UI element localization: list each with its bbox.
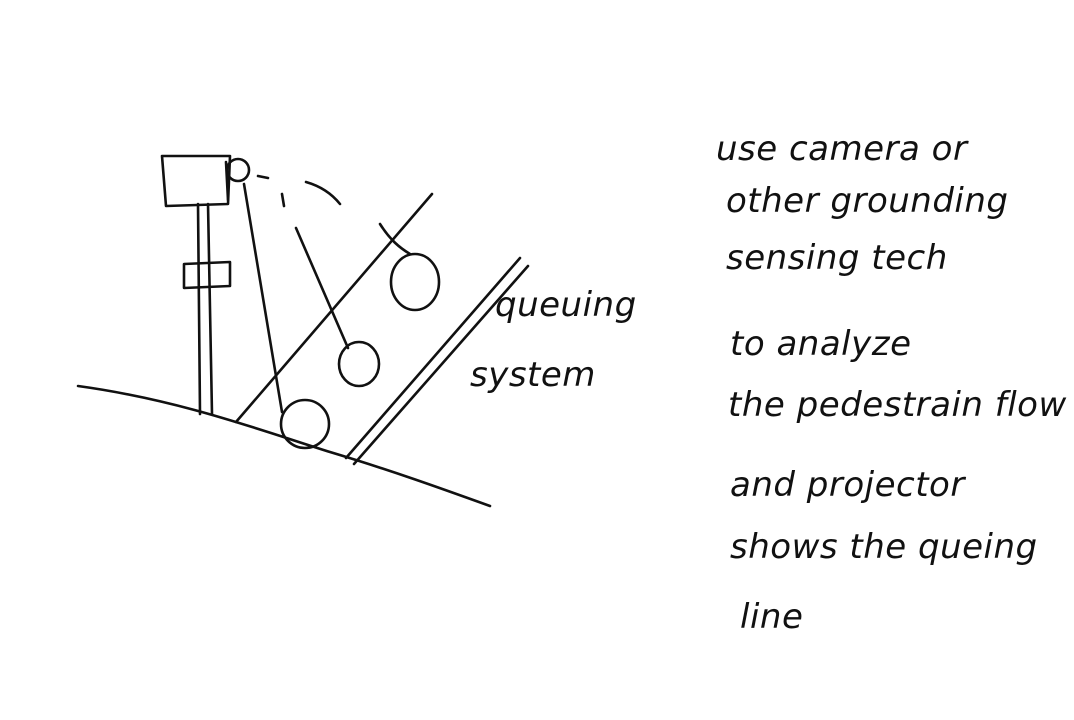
pedestrian-2 [339, 342, 379, 386]
note-line: use camera or [716, 132, 967, 166]
sensing-ray-dash-1 [258, 176, 268, 178]
pedestrian-1 [391, 254, 439, 310]
note-line: line [740, 600, 803, 634]
note-line: shows the queing [730, 530, 1038, 564]
sensing-ray-to-person-2 [296, 228, 348, 348]
system-label: system [470, 358, 596, 392]
camera-box [162, 156, 230, 206]
note-line: and projector [730, 468, 965, 502]
pole-bracket [184, 262, 230, 288]
sensing-ray-dash-3 [306, 182, 340, 204]
note-line: to analyze [730, 327, 912, 361]
note-line: the pedestrain flow [728, 388, 1067, 422]
pole-right [208, 204, 212, 414]
note-line: sensing tech [726, 241, 948, 275]
pedestrian-3 [281, 400, 329, 448]
pole-left [198, 204, 200, 414]
sensing-ray-dash-2 [282, 194, 284, 206]
ground-line [78, 386, 490, 506]
queuing-label: queuing [495, 288, 637, 322]
note-line: other grounding [726, 184, 1009, 218]
sensing-ray-to-person-3 [244, 184, 282, 412]
